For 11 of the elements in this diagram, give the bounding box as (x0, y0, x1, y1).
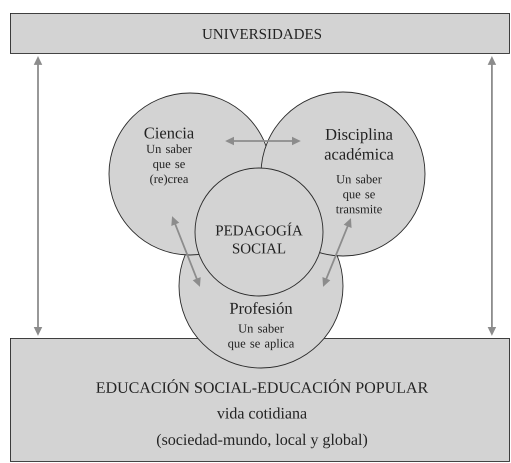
node-subtext: Un saber que se (re)crea (146, 144, 192, 186)
node-subtext: Un saber que se aplica (228, 324, 294, 350)
node-subtext: (sociedad-mundo, local y global) (156, 434, 368, 448)
node-subtext: vida cotidiana (216, 407, 307, 419)
node-text: EDUCACIÓN SOCIAL-EDUCACIÓN POPULAR (96, 379, 428, 393)
node-text: Ciencia (144, 127, 194, 139)
node-text: UNIVERSIDADES (202, 28, 322, 40)
node-text: Disciplina académica (324, 128, 394, 160)
node-text: Profesión (230, 302, 292, 314)
node-subtext: Un saber que se transmite (336, 174, 382, 214)
node-text: PEDAGOGÍA SOCIAL (216, 222, 303, 254)
